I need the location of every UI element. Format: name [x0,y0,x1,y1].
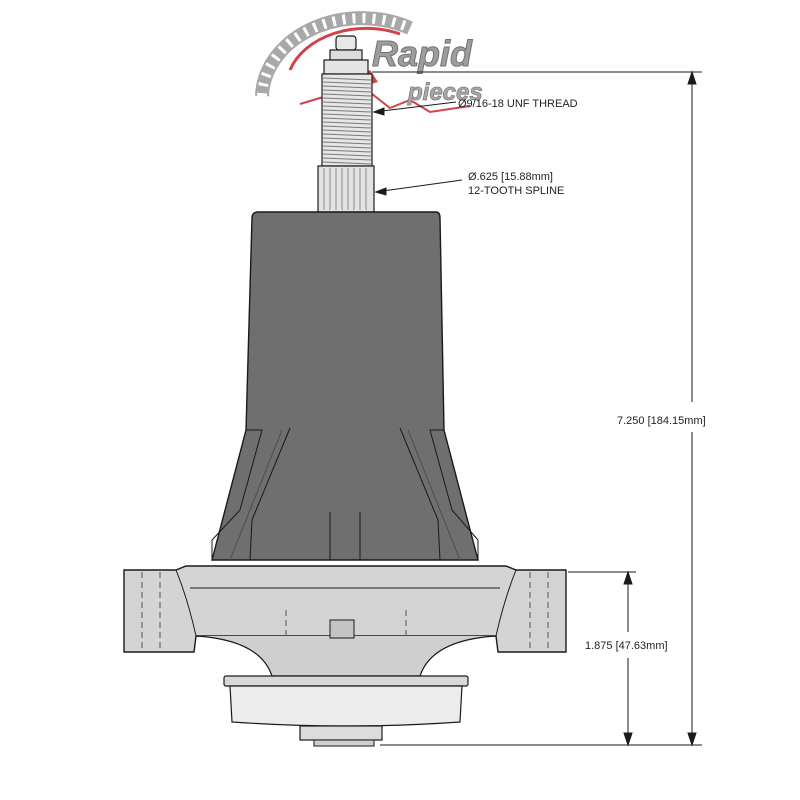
thread-line [322,153,372,157]
spline-diameter-callout: Ø.625 [15.88mm] [468,171,553,183]
thread-line [322,121,372,125]
flange-height-label: 1.875 [47.63mm] [585,640,668,652]
upper-shaft [317,35,375,213]
flange-height-dimension [568,570,636,747]
thread-line [322,137,372,141]
thread-line [322,117,372,121]
spline-teeth-callout: 12-TOOTH SPLINE [468,185,564,197]
thread-line [322,141,372,145]
spindle-housing [211,211,479,561]
pulley [223,675,469,747]
thread-line [322,113,372,117]
thread-line [322,81,372,85]
thread-line [322,129,372,133]
overall-height-label: 7.250 [184.15mm] [617,415,706,427]
thread-line [322,77,372,81]
thread-line [322,97,372,101]
thread-line [322,85,372,89]
thread-line [322,145,372,149]
thread-line [322,125,372,129]
rapid-pieces-logo: Rapid pieces [255,11,483,114]
thread-line [322,109,372,113]
logo-wordmark-top: Rapid [372,33,473,74]
thread-line [322,89,372,93]
logo-wordmark-bottom: pieces [407,79,483,106]
thread-callout: Ø9/16-18 UNF THREAD [458,98,578,110]
thread-line [322,101,372,105]
thread-line [322,93,372,97]
overall-height-dimension [372,70,702,747]
thread-line [322,161,372,165]
callout-leaders [372,101,463,196]
mounting-flange [123,565,567,677]
thread-line [322,157,372,161]
thread-line [322,105,372,109]
thread-line [322,133,372,137]
thread-line [322,149,372,153]
